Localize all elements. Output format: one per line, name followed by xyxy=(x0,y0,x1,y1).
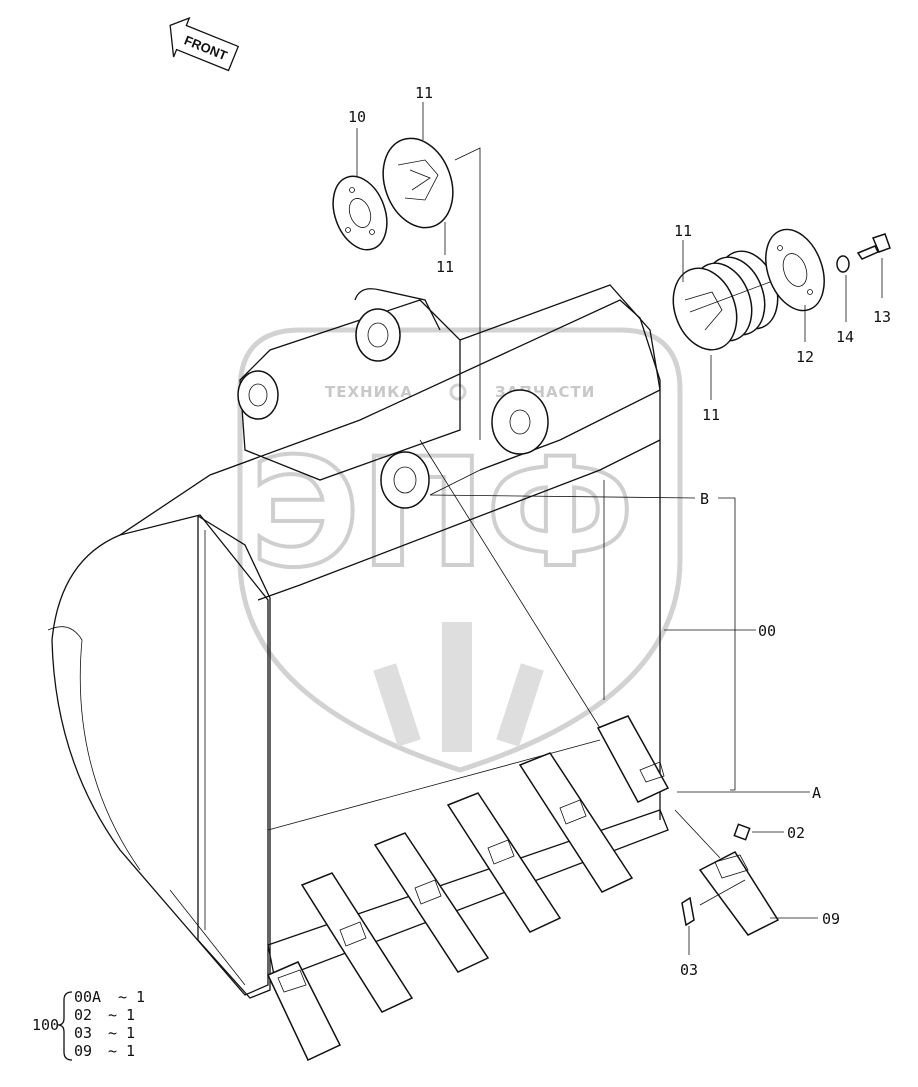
kit-number: 100 xyxy=(32,1016,59,1034)
kit-composition-table: 100 00A ~ 1 02 ~ 1 03 ~ 1 09 ~ 1 xyxy=(32,988,145,1061)
tooth-1 xyxy=(266,961,342,1061)
watermark-brand-left: ТЕХНИКА xyxy=(325,383,413,401)
kit-row-part: 09 xyxy=(74,1042,92,1060)
part-09-tooth xyxy=(698,851,780,936)
kit-row-part: 00A xyxy=(74,988,101,1006)
watermark: ЭПФ ТЕХНИКА ЗАПЧАСТИ xyxy=(237,327,683,773)
bucket-teeth xyxy=(266,715,670,1061)
front-label: FRONT xyxy=(182,33,229,64)
part-10-plate xyxy=(332,175,388,251)
callout-11-right-lower: 11 xyxy=(702,406,720,424)
part-14-washer xyxy=(836,255,850,273)
tooth-3 xyxy=(373,832,490,973)
callout-11-right: 11 xyxy=(674,222,692,240)
callout-B: B xyxy=(700,490,709,508)
callout-A: A xyxy=(812,784,821,802)
kit-row-qty: ~ 1 xyxy=(108,1024,135,1042)
callout-14: 14 xyxy=(836,328,854,346)
wheat-emblem-icon xyxy=(373,622,544,752)
front-direction-arrow: FRONT xyxy=(169,16,240,72)
part-11-shims-upper xyxy=(382,137,454,229)
callout-02: 02 xyxy=(787,824,805,842)
kit-row-qty: ~ 1 xyxy=(108,1006,135,1024)
part-02-lock xyxy=(733,823,751,841)
tooth-4 xyxy=(446,792,562,933)
callout-12: 12 xyxy=(796,348,814,366)
part-12-plate xyxy=(765,228,825,312)
tooth-5 xyxy=(518,752,634,893)
callout-03: 03 xyxy=(680,961,698,979)
callout-13: 13 xyxy=(873,308,891,326)
callout-11-upper: 11 xyxy=(415,84,433,102)
part-03-pin xyxy=(681,896,695,927)
bucket-body xyxy=(47,284,669,999)
callout-09: 09 xyxy=(822,910,840,928)
callout-11-upper-lower: 11 xyxy=(436,258,454,276)
kit-row-qty: ~ 1 xyxy=(108,1042,135,1060)
kit-row-part: 02 xyxy=(74,1006,92,1024)
tooth-2 xyxy=(300,872,414,1013)
part-13-bolt xyxy=(856,233,891,260)
tooth-6 xyxy=(596,715,670,803)
kit-row-qty: ~ 1 xyxy=(118,988,145,1006)
gear-icon xyxy=(449,383,467,401)
callout-00: 00 xyxy=(758,622,776,640)
watermark-monogram: ЭПФ xyxy=(250,427,634,601)
callout-10: 10 xyxy=(348,108,366,126)
kit-row-part: 03 xyxy=(74,1024,92,1042)
